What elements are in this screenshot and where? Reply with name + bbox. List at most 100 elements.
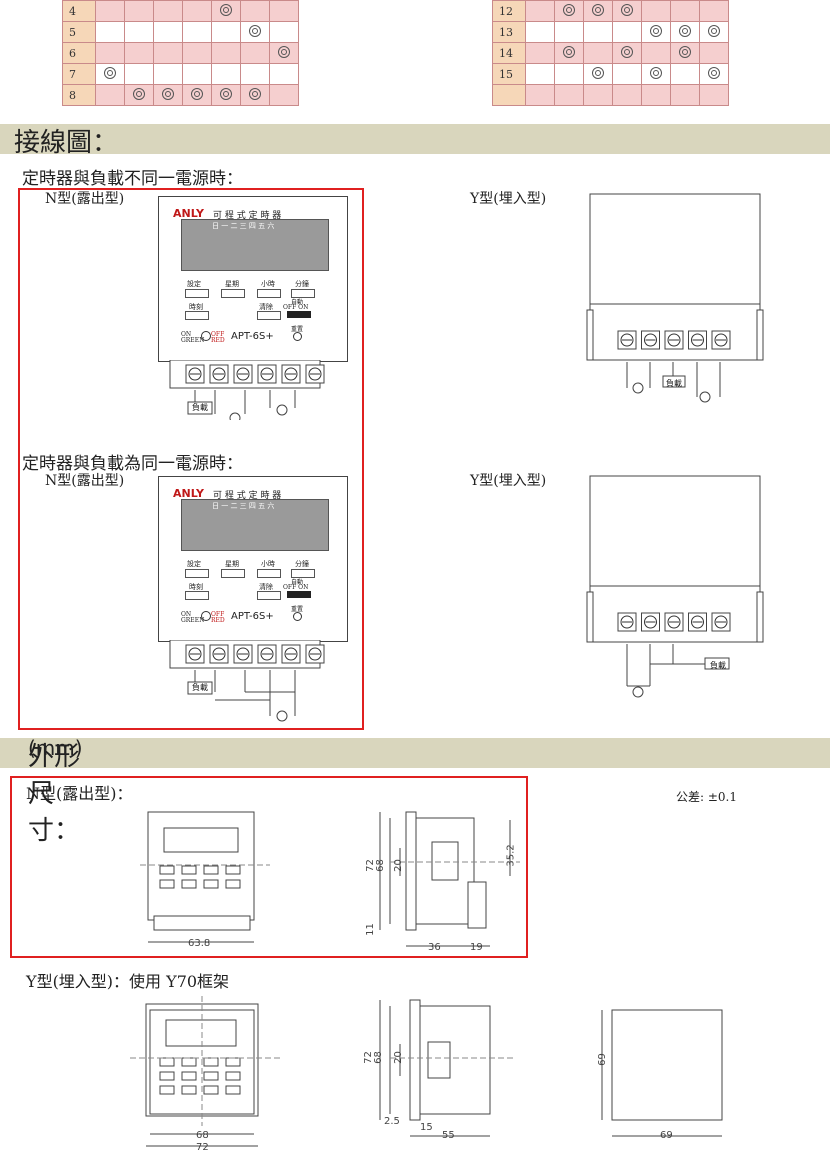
button-week[interactable]: [221, 289, 245, 298]
double-circle-icon: [278, 45, 290, 58]
y-w72-dim: 72: [196, 1142, 209, 1153]
n-side-view: [379, 811, 520, 947]
schedule-cell: [211, 0, 241, 22]
schedule-cell: [583, 0, 613, 22]
table-row: 5: [62, 21, 299, 43]
table-row: 14: [492, 42, 729, 64]
timer-device-2: ANLY 可 程 式 定 時 器 日 一 二 三 四 五 六 設定 星期 小時 …: [158, 476, 348, 642]
n-h20-dim: 20: [392, 859, 404, 872]
schedule-cell: [583, 42, 613, 64]
double-circle-icon: [621, 3, 633, 16]
button-min[interactable]: [291, 569, 315, 578]
reset-button[interactable]: [293, 332, 302, 341]
button-clear[interactable]: [257, 591, 281, 600]
auto-switch[interactable]: [287, 311, 311, 318]
schedule-cell: [641, 0, 671, 22]
schedule-cell: [699, 21, 729, 43]
y-h68-dim: 68: [372, 1051, 384, 1064]
y-dim-title: Y型(埋入型)：使用 Y70框架: [26, 972, 230, 991]
tolerance-label: 公差: ±0.1: [676, 790, 737, 804]
table-row: 8: [62, 84, 299, 106]
key-outline: [159, 1057, 175, 1067]
button-week[interactable]: [221, 569, 245, 578]
button-set[interactable]: [185, 569, 209, 578]
table-row: 6: [62, 42, 299, 64]
schedule-cell: [670, 84, 700, 106]
key-outline: [203, 1057, 219, 1067]
row-number: 15: [492, 63, 526, 85]
schedule-cell: [269, 0, 299, 22]
button-hour[interactable]: [257, 569, 281, 578]
double-circle-icon: [708, 24, 720, 37]
btn-label-min: 分鐘: [295, 560, 309, 568]
table-row: 7: [62, 63, 299, 85]
row-number: 12: [492, 0, 526, 22]
n-h68-dim: 68: [374, 859, 386, 872]
schedule-cell: [583, 84, 613, 106]
key-outline: [225, 1085, 241, 1095]
schedule-cell: [269, 63, 299, 85]
n-type-label-2: N型(露出型): [45, 473, 125, 489]
schedule-cell: [211, 42, 241, 64]
model-label: APT-6S+: [231, 611, 274, 622]
row-number: 7: [62, 63, 96, 85]
schedule-cell: [670, 0, 700, 22]
schedule-cell: [182, 21, 212, 43]
schedule-cell: [240, 63, 270, 85]
auto-label: 自動: [291, 299, 304, 306]
n-h11-dim: 11: [364, 923, 376, 936]
schedule-cell: [95, 42, 125, 64]
schedule-cell: [211, 84, 241, 106]
schedule-cell: [211, 21, 241, 43]
schedule-cell: [583, 63, 613, 85]
button-set[interactable]: [185, 289, 209, 298]
auto-label: 自動: [291, 579, 304, 586]
schedule-cell: [641, 84, 671, 106]
key-outline: [181, 879, 197, 889]
schedule-cell: [182, 84, 212, 106]
wiring-heading: 接線圖：: [14, 128, 119, 158]
schedule-cell: [525, 21, 555, 43]
button-hour[interactable]: [257, 289, 281, 298]
schedule-cell: [699, 0, 729, 22]
schedule-cell: [240, 0, 270, 22]
button-clock[interactable]: [185, 591, 209, 600]
btn-label-clock: 時刻: [189, 303, 203, 311]
btn-label-set: 設定: [187, 560, 201, 568]
schedule-cell: [699, 63, 729, 85]
load-label-1: 負載: [192, 403, 208, 412]
button-clock[interactable]: [185, 311, 209, 320]
timer-device-1: ANLY 可 程 式 定 時 器 日 一 二 三 四 五 六 設定 星期 小時 …: [158, 196, 348, 362]
off-on-label: OFF ON: [283, 304, 309, 311]
reset-button[interactable]: [293, 612, 302, 621]
led-indicator: [201, 331, 211, 341]
button-min[interactable]: [291, 289, 315, 298]
row-number: 5: [62, 21, 96, 43]
double-circle-icon: [650, 24, 662, 37]
double-circle-icon: [191, 87, 203, 100]
load-label-3: 負載: [192, 683, 208, 692]
schedule-cell: [95, 84, 125, 106]
schedule-cell: [641, 63, 671, 85]
same-power-title: 定時器與負載為同一電源時：: [22, 454, 243, 474]
auto-switch[interactable]: [287, 591, 311, 598]
schedule-cell: [554, 42, 584, 64]
key-outline: [225, 1057, 241, 1067]
schedule-cell: [699, 84, 729, 106]
y-front-view: [130, 996, 280, 1147]
off-on-label: OFF ON: [283, 584, 309, 591]
schedule-cell: [95, 63, 125, 85]
schedule-cell: [525, 63, 555, 85]
schedule-cell: [269, 84, 299, 106]
lcd-display: 日 一 二 三 四 五 六: [181, 499, 329, 551]
schedule-cell: [240, 21, 270, 43]
key-outline: [203, 1085, 219, 1095]
button-clear[interactable]: [257, 311, 281, 320]
y-w69-dim: 69: [660, 1130, 673, 1141]
schedule-cell: [525, 84, 555, 106]
schedule-cell: [124, 21, 154, 43]
y-type-label-1: Y型(埋入型): [470, 191, 547, 207]
y-d25-dim: 2.5: [384, 1116, 400, 1127]
